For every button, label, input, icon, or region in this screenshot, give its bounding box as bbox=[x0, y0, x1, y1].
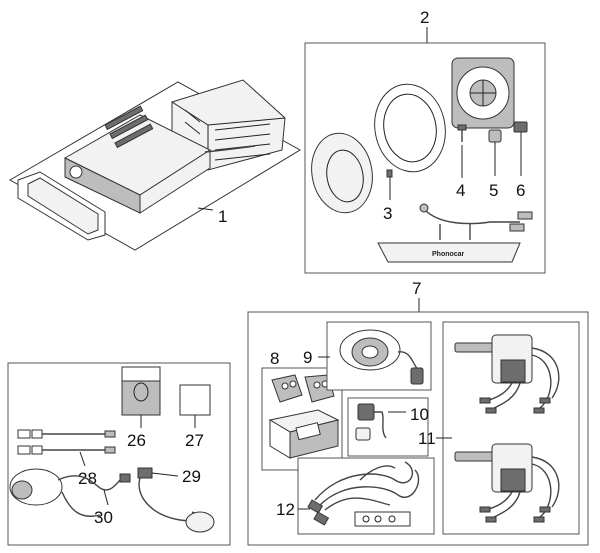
callout-6: 6 bbox=[516, 181, 525, 200]
brand-label: Phonocar bbox=[432, 251, 465, 258]
cage-slots bbox=[184, 109, 271, 161]
callout-4: 4 bbox=[456, 181, 465, 200]
speaker-cable bbox=[424, 209, 520, 225]
radio-side bbox=[139, 149, 211, 214]
callout-8: 8 bbox=[270, 349, 279, 368]
part-28-cables bbox=[17, 429, 116, 467]
siren bbox=[339, 329, 424, 385]
callout-2: 2 bbox=[420, 8, 429, 27]
door-actuator-lower bbox=[454, 443, 560, 523]
screw-4 bbox=[457, 124, 467, 178]
callout-30: 30 bbox=[94, 508, 113, 527]
part-30-microphone bbox=[9, 468, 131, 517]
callout-26: 26 bbox=[127, 431, 146, 450]
callout-12: 12 bbox=[276, 500, 295, 519]
part-29-connector bbox=[137, 467, 215, 533]
callout-1: 1 bbox=[218, 207, 227, 226]
radio-knob bbox=[69, 165, 83, 179]
sensor-module bbox=[355, 403, 406, 441]
alarm-control-unit bbox=[268, 409, 340, 459]
radio-connector-pins bbox=[104, 105, 154, 149]
part-27-card bbox=[179, 384, 211, 428]
callout-29: 29 bbox=[182, 467, 201, 486]
callout-3: 3 bbox=[383, 204, 392, 223]
callout-11: 11 bbox=[418, 429, 436, 448]
speaker-grille bbox=[311, 132, 373, 214]
callout-9: 9 bbox=[303, 348, 312, 367]
callout-27: 27 bbox=[185, 431, 204, 450]
clip-6 bbox=[513, 121, 528, 176]
clip-5 bbox=[488, 129, 502, 176]
part-1-radio-assembly: 1 bbox=[8, 79, 301, 251]
callout-5: 5 bbox=[489, 181, 498, 200]
part-2-speaker-set: 2 3 4 5 bbox=[304, 8, 546, 274]
accessory-group: 26 27 28 29 bbox=[7, 362, 231, 546]
speaker-mount-ring bbox=[374, 83, 446, 173]
brand-bar bbox=[377, 242, 521, 263]
screw-3 bbox=[386, 169, 393, 200]
part-7-alarm-kit: 7 8 9 bbox=[247, 279, 589, 546]
part-26-sticker bbox=[121, 366, 161, 428]
callout-7: 7 bbox=[412, 279, 421, 298]
callout-10: 10 bbox=[410, 405, 429, 424]
wiring-harness bbox=[307, 461, 420, 527]
door-actuator-upper bbox=[454, 334, 560, 414]
